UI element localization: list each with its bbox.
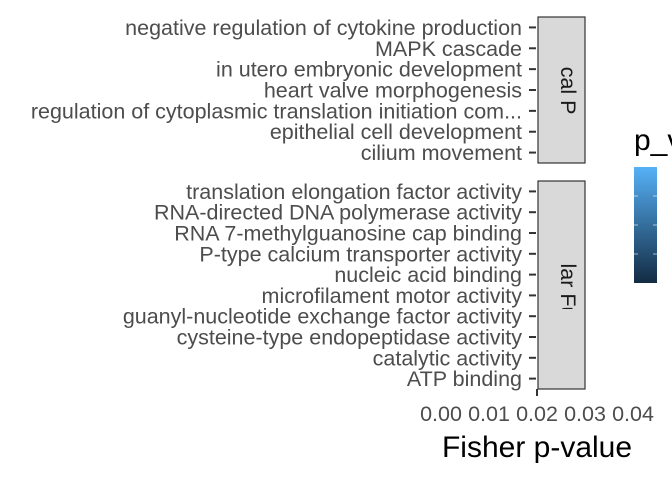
x-tick-label: 0.03	[564, 402, 606, 426]
legend-title: p_value	[634, 124, 672, 157]
y-tick-label: cysteine-type endopeptidase activity	[177, 326, 523, 350]
y-tick-label: catalytic activity	[373, 346, 523, 370]
facet-panel: translation elongation factor activityRN…	[123, 180, 586, 391]
y-tick-label: RNA-directed DNA polymerase activity	[154, 201, 522, 225]
y-tick-label: guanyl-nucleotide exchange factor activi…	[123, 305, 522, 329]
facet-strip	[537, 16, 586, 164]
y-tick-label: heart valve morphogenesis	[264, 79, 522, 103]
y-tick-label: in utero embryonic development	[216, 58, 522, 82]
facet-strip	[537, 180, 586, 390]
y-tick-label: epithelial cell development	[270, 120, 522, 144]
x-tick-label: 0.04	[612, 402, 654, 426]
y-tick-label: nucleic acid binding	[334, 263, 522, 287]
y-tick-label: ATP binding	[407, 367, 522, 391]
y-tick-label: negative regulation of cytokine producti…	[125, 16, 522, 40]
legend-colorbar-ticks	[634, 195, 657, 255]
x-axis-title: Fisher p-value	[442, 431, 632, 464]
y-tick-label: cilium movement	[361, 141, 522, 165]
facet-panel: negative regulation of cytokine producti…	[31, 2, 586, 178]
facet-strip-label: Molecular Function	[556, 194, 580, 376]
legend-colorbar	[634, 167, 657, 283]
x-tick-label: 0.02	[516, 402, 558, 426]
facet-strip-label: Biological Process	[556, 2, 580, 178]
x-tick-label: 0.00	[420, 402, 462, 426]
x-tick-label: 0.01	[468, 402, 510, 426]
y-tick-label: MAPK cascade	[375, 37, 522, 61]
y-tick-label: translation elongation factor activity	[186, 180, 522, 204]
y-tick-label: regulation of cytoplasmic translation in…	[31, 99, 522, 123]
y-tick-label: P-type calcium transporter activity	[199, 242, 522, 266]
y-tick-label: microfilament motor activity	[262, 284, 523, 308]
y-tick-label: RNA 7-methylguanosine cap binding	[174, 222, 522, 246]
